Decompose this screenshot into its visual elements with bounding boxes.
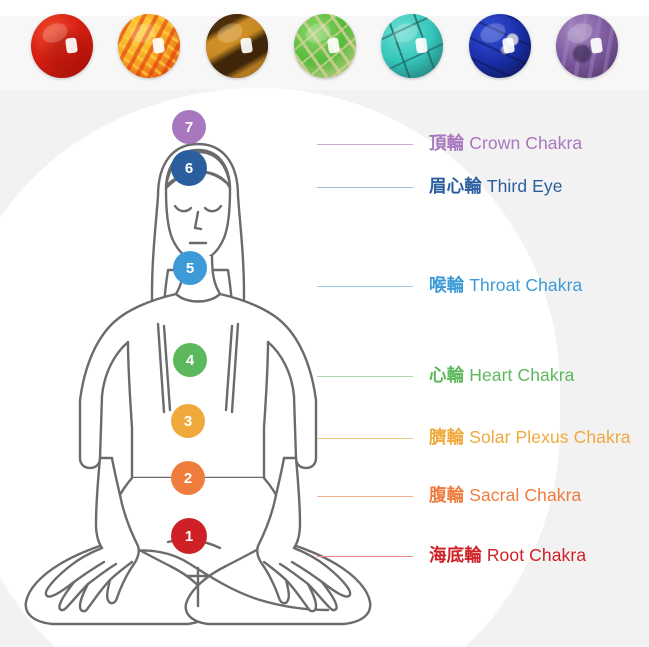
lapis-lazuli-gem — [468, 14, 531, 78]
leader-line-crown — [317, 143, 413, 145]
amber-orange-gem — [118, 14, 181, 78]
turquoise-gem — [381, 14, 444, 78]
chakra-number: 7 — [184, 118, 194, 136]
chakra-number: 4 — [185, 351, 195, 369]
chakra-dot-third-eye[interactable]: 6 — [171, 150, 207, 186]
gem-specular-highlight — [502, 37, 516, 55]
chakra-dot-solar-plexus[interactable]: 3 — [171, 404, 205, 438]
gem-specular-highlight — [414, 37, 428, 55]
carnelian-red-gem — [30, 14, 93, 78]
chakra-number: 3 — [183, 412, 193, 430]
gem-texture — [293, 14, 356, 78]
gem-slot-4 — [281, 14, 369, 78]
chakra-dot-crown[interactable]: 7 — [172, 110, 206, 144]
gem-specular-highlight — [152, 37, 166, 55]
gem-texture — [118, 14, 181, 78]
gem-slot-1 — [18, 14, 106, 78]
chakra-dot-heart[interactable]: 4 — [173, 343, 207, 377]
leader-line-heart — [317, 375, 413, 377]
chakra-dot-throat[interactable]: 5 — [173, 251, 207, 285]
chakra-dot-root[interactable]: 1 — [171, 518, 207, 554]
chakra-name-zh: 心輪 — [429, 365, 465, 386]
gemstone-strip — [0, 0, 649, 92]
chakra-number: 5 — [185, 259, 195, 277]
chakra-name-zh: 頂輪 — [429, 133, 465, 154]
amethyst-gem — [556, 14, 619, 78]
chakra-name-zh: 喉輪 — [429, 275, 465, 296]
green-jasper-gem — [293, 14, 356, 78]
gem-specular-highlight — [64, 37, 78, 55]
gem-slot-6 — [456, 14, 544, 78]
leader-line-sacral — [317, 495, 413, 497]
leader-line-third-eye — [317, 186, 413, 188]
leader-line-solar-plexus — [317, 437, 413, 439]
chakra-name-en: Root Chakra — [486, 545, 587, 566]
chakra-name-en: Heart Chakra — [469, 365, 575, 386]
chakra-dot-sacral[interactable]: 2 — [171, 461, 205, 495]
leader-line-root — [317, 555, 413, 557]
background-top-strip — [0, 0, 649, 16]
gem-slot-2 — [106, 14, 194, 78]
chakra-name-en: Third Eye — [486, 176, 563, 197]
meditating-person-lineart — [24, 142, 372, 626]
gem-specular-highlight — [327, 37, 341, 55]
chakra-name-en: Crown Chakra — [469, 133, 583, 154]
gem-texture — [205, 14, 268, 78]
chakra-number: 2 — [183, 469, 193, 487]
gem-texture — [556, 14, 619, 78]
chakra-name-zh: 臍輪 — [429, 427, 465, 448]
chakra-name-en: Sacral Chakra — [469, 485, 582, 506]
chakra-name-en: Solar Plexus Chakra — [469, 427, 631, 448]
leader-line-throat — [317, 285, 413, 287]
chakra-name-zh: 海底輪 — [429, 545, 482, 566]
chakra-name-zh: 腹輪 — [429, 485, 465, 506]
chakra-name-zh: 眉心輪 — [429, 176, 482, 197]
gem-texture — [468, 14, 531, 78]
gem-slot-7 — [543, 14, 631, 78]
gem-slot-5 — [368, 14, 456, 78]
tigers-eye-gem — [205, 14, 268, 78]
gem-specular-highlight — [589, 37, 603, 55]
chakra-number: 1 — [184, 527, 194, 545]
chakra-name-en: Throat Chakra — [469, 275, 583, 296]
gem-texture — [30, 14, 93, 78]
chakra-number: 6 — [184, 159, 194, 177]
gem-slot-3 — [193, 14, 281, 78]
gem-specular-highlight — [239, 37, 253, 55]
gem-texture — [381, 14, 444, 78]
